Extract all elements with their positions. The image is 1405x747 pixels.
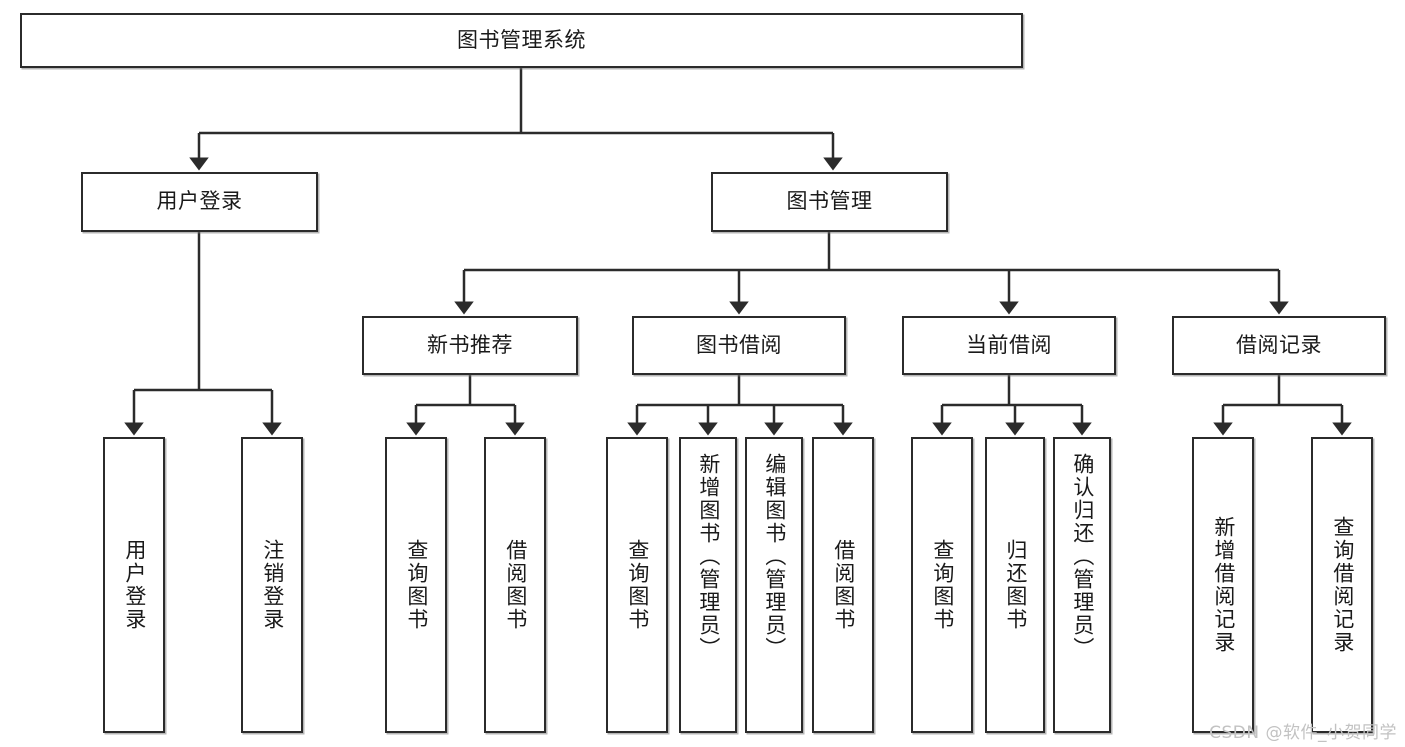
node-leaf-confirm-return[interactable]: 确认归还（管理员）	[1053, 437, 1111, 733]
edge-borrowrecord-to-leaves	[1213, 375, 1352, 436]
node-leaf-query-borrow-record[interactable]: 查询借阅记录	[1311, 437, 1373, 733]
node-leaf-borrow-book-1-label: 借阅图书	[503, 539, 528, 631]
node-leaf-logout-login[interactable]: 注销登录	[241, 437, 303, 733]
edge-bookborrow-to-leaves	[627, 375, 853, 436]
node-new-book-recommend-label: 新书推荐	[427, 332, 513, 357]
node-leaf-return-book[interactable]: 归还图书	[985, 437, 1045, 733]
node-leaf-query-book-1-label: 查询图书	[404, 539, 429, 631]
edge-currentborrow-to-leaves	[932, 375, 1092, 436]
node-leaf-user-login[interactable]: 用户登录	[103, 437, 165, 733]
node-root[interactable]: 图书管理系统	[20, 13, 1023, 68]
node-leaf-add-borrow-record-label: 新增借阅记录	[1211, 516, 1236, 654]
node-leaf-confirm-return-label: 确认归还（管理员）	[1070, 453, 1095, 660]
node-book-borrow[interactable]: 图书借阅	[632, 316, 846, 375]
node-leaf-add-book-label: 新增图书（管理员）	[696, 453, 721, 660]
node-new-book-recommend[interactable]: 新书推荐	[362, 316, 578, 375]
node-book-management-label: 图书管理	[786, 189, 873, 214]
node-borrow-record[interactable]: 借阅记录	[1172, 316, 1386, 375]
node-current-borrow[interactable]: 当前借阅	[902, 316, 1116, 375]
node-leaf-add-book[interactable]: 新增图书（管理员）	[679, 437, 737, 733]
node-leaf-query-book-2-label: 查询图书	[625, 539, 650, 631]
node-leaf-query-book-2[interactable]: 查询图书	[606, 437, 668, 733]
edge-root-to-level2	[189, 68, 843, 171]
node-user-login[interactable]: 用户登录	[81, 172, 318, 232]
node-leaf-query-book-1[interactable]: 查询图书	[385, 437, 447, 733]
node-current-borrow-label: 当前借阅	[966, 332, 1052, 357]
node-leaf-borrow-book-2[interactable]: 借阅图书	[812, 437, 874, 733]
node-leaf-query-book-3-label: 查询图书	[930, 539, 955, 631]
node-leaf-query-borrow-record-label: 查询借阅记录	[1330, 516, 1355, 654]
node-leaf-add-borrow-record[interactable]: 新增借阅记录	[1192, 437, 1254, 733]
node-leaf-edit-book[interactable]: 编辑图书（管理员）	[745, 437, 803, 733]
node-root-label: 图书管理系统	[457, 27, 586, 52]
csdn-watermark: CSDN @软件_小贺同学	[1209, 723, 1397, 743]
node-leaf-logout-login-label: 注销登录	[260, 539, 285, 631]
edge-newbook-to-leaves	[406, 375, 525, 436]
node-leaf-return-book-label: 归还图书	[1003, 539, 1028, 631]
node-book-management[interactable]: 图书管理	[711, 172, 948, 232]
node-leaf-query-book-3[interactable]: 查询图书	[911, 437, 973, 733]
edge-bookmgmt-to-level3	[454, 232, 1289, 315]
node-leaf-user-login-label: 用户登录	[122, 539, 147, 631]
edge-userlogin-to-leaves	[124, 232, 282, 436]
node-leaf-edit-book-label: 编辑图书（管理员）	[762, 453, 787, 660]
node-borrow-record-label: 借阅记录	[1236, 332, 1322, 357]
node-leaf-borrow-book-2-label: 借阅图书	[831, 539, 856, 631]
node-leaf-borrow-book-1[interactable]: 借阅图书	[484, 437, 546, 733]
node-book-borrow-label: 图书借阅	[696, 332, 782, 357]
node-user-login-label: 用户登录	[156, 189, 243, 214]
